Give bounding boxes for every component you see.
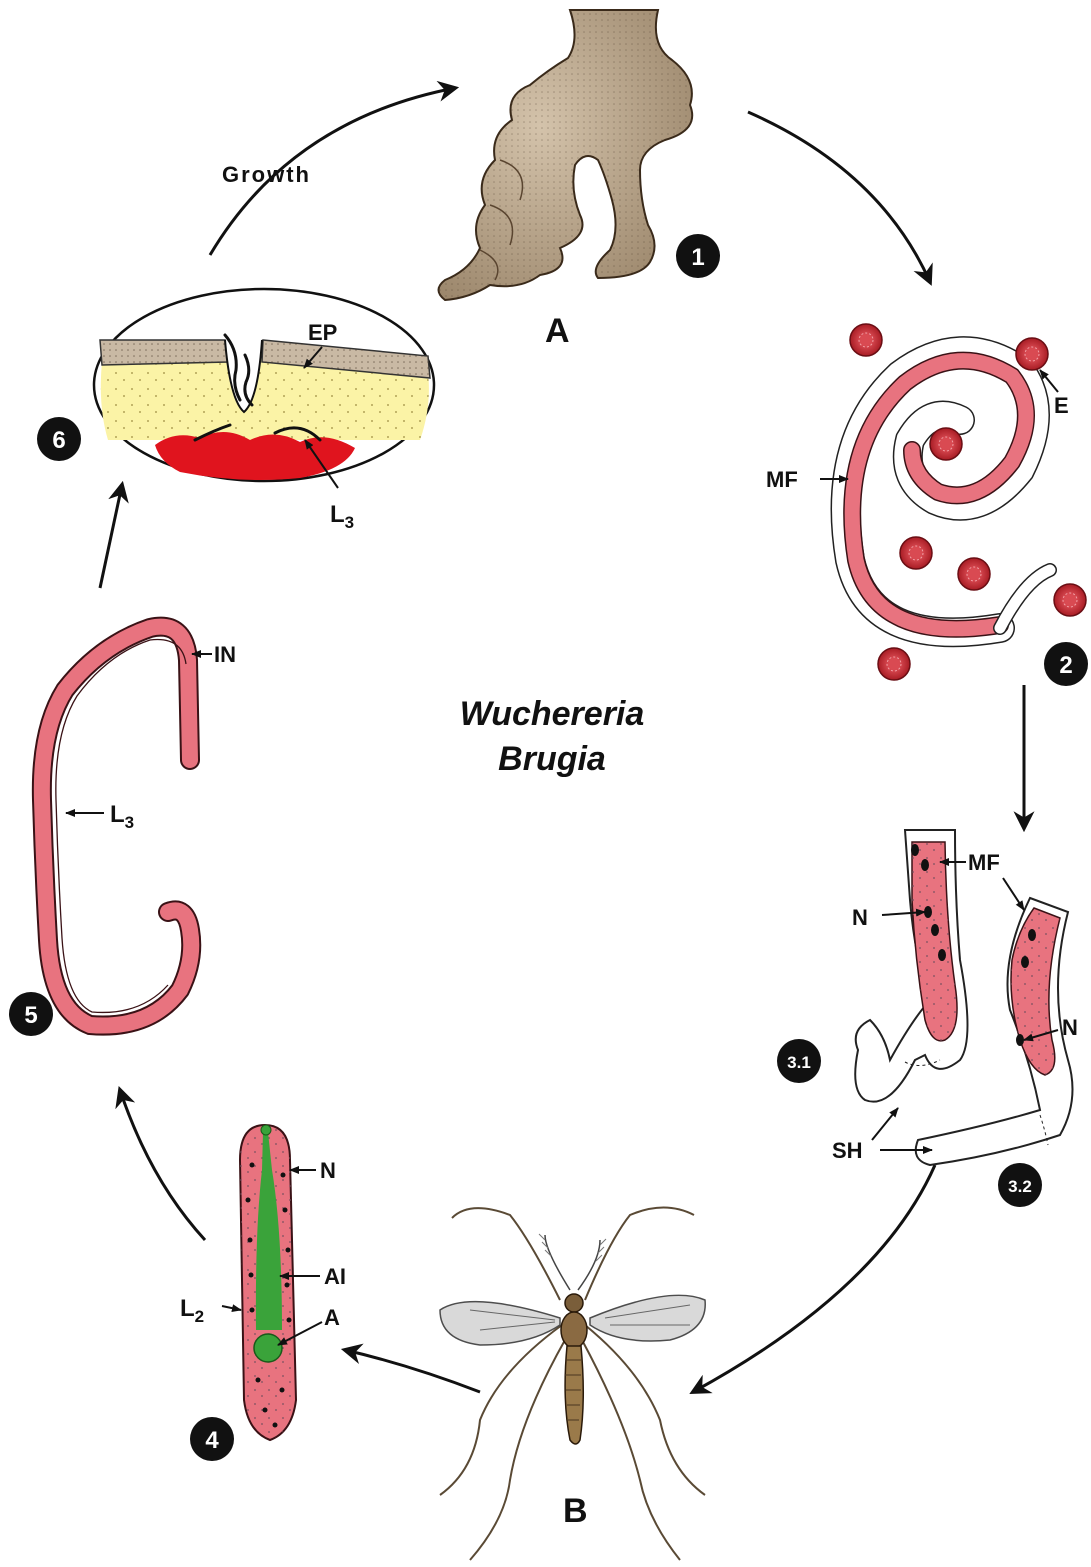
label-epidermis: EP [308, 320, 337, 345]
label-a: A [324, 1305, 340, 1330]
label-sheath: SH [832, 1138, 863, 1163]
label-l3-larva: L3 [110, 801, 134, 832]
center-title-genus-2: Brugia [498, 740, 606, 778]
svg-text:3.2: 3.2 [1008, 1177, 1032, 1196]
host-label-mosquito: B [563, 1492, 588, 1530]
label-anterior-intestine: AI [324, 1264, 346, 1289]
exsheathing-microfilariae-illustration [855, 830, 1072, 1165]
svg-text:1: 1 [691, 244, 704, 271]
skin-penetration-illustration [94, 289, 434, 481]
arrow-3-to-B [693, 1165, 935, 1392]
svg-text:5: 5 [24, 1002, 37, 1029]
svg-text:3.1: 3.1 [787, 1053, 811, 1072]
svg-text:2: 2 [1059, 652, 1072, 679]
center-title-genus-1: Wuchereria [460, 695, 645, 733]
step-badge-6: 6 [37, 417, 81, 461]
label-nucleus-gut-2: N [1062, 1015, 1078, 1040]
label-microfilaria-gut: MF [968, 850, 1000, 875]
label-nucleus-gut-1: N [852, 905, 868, 930]
label-microfilaria-blood: MF [766, 467, 798, 492]
elephantiasis-leg-illustration [439, 10, 693, 300]
l2-larva-illustration [240, 1125, 296, 1440]
step-badge-2: 2 [1044, 642, 1088, 686]
arrow-1-to-2 [748, 112, 930, 282]
step-badge-3-2: 3.2 [998, 1163, 1042, 1207]
pointer-l2 [222, 1306, 241, 1310]
label-nucleus-l2: N [320, 1158, 336, 1183]
step-badge-1: 1 [676, 234, 720, 278]
label-l3-skin: L3 [330, 501, 354, 532]
label-erythrocyte: E [1054, 393, 1069, 418]
step-badge-3-1: 3.1 [777, 1039, 821, 1083]
pointer-mf-gut-2 [1003, 878, 1024, 910]
arrow-4-to-5 [120, 1090, 205, 1240]
arrow-5-to-6 [100, 485, 122, 588]
step-badge-5: 5 [9, 992, 53, 1036]
step-badge-4: 4 [190, 1417, 234, 1461]
label-l2: L2 [180, 1295, 204, 1326]
microfilaria-in-blood-illustration [846, 324, 1086, 680]
svg-text:6: 6 [52, 427, 65, 454]
host-label-human: A [545, 312, 570, 350]
pointer-sh-1 [872, 1108, 898, 1140]
growth-label: Growth [222, 162, 311, 187]
svg-text:4: 4 [205, 1427, 219, 1454]
arrow-B-to-4 [345, 1350, 480, 1392]
label-in: IN [214, 642, 236, 667]
